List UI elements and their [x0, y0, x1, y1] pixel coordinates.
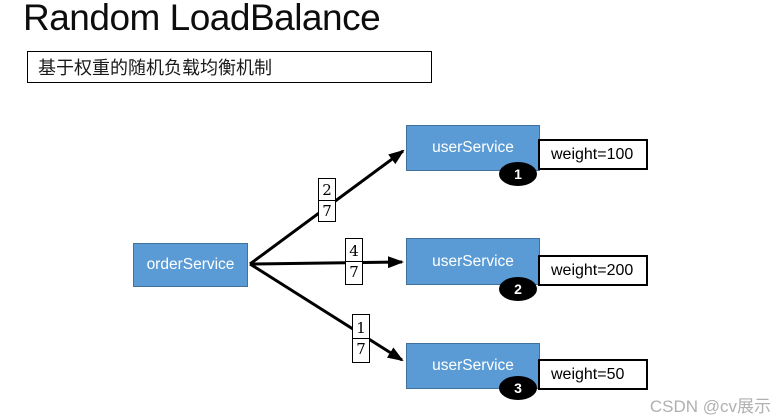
node-user-service-2-label: userService	[432, 252, 514, 270]
subtitle-text: 基于权重的随机负载均衡机制	[38, 58, 272, 79]
badge-3: 3	[499, 376, 537, 400]
badge-3-number: 3	[514, 380, 522, 396]
weight-label-1: weight=100	[538, 139, 648, 170]
node-user-service-1-label: userService	[432, 139, 514, 156]
page-title: Random LoadBalance	[23, 0, 381, 38]
weight-label-2-text: weight=200	[551, 261, 634, 279]
fraction-2-numerator: 4	[346, 241, 362, 262]
fraction-1-numerator: 2	[319, 180, 335, 201]
node-user-service-3-label: userService	[432, 357, 514, 374]
subtitle-box: 基于权重的随机负载均衡机制	[27, 51, 432, 83]
arrow-to-user-service-3	[249, 262, 404, 362]
arrow-to-user-service-2	[249, 256, 404, 269]
weight-label-1-text: weight=100	[551, 145, 634, 163]
fraction-label-3: 1 7	[352, 314, 370, 363]
node-order-service: orderService	[133, 243, 248, 287]
badge-2-number: 2	[514, 281, 522, 297]
fraction-3-numerator: 1	[353, 318, 369, 339]
fraction-label-1: 2 7	[318, 178, 336, 222]
weight-label-2: weight=200	[538, 255, 648, 286]
badge-2: 2	[499, 277, 537, 301]
fraction-label-2: 4 7	[345, 238, 363, 285]
fraction-1-denominator: 7	[322, 201, 332, 220]
badge-1: 1	[499, 162, 537, 186]
node-order-service-label: orderService	[146, 256, 235, 273]
weight-label-3-text: weight=50	[551, 365, 625, 383]
fraction-3-denominator: 7	[356, 340, 366, 358]
weight-label-3: weight=50	[538, 359, 648, 390]
badge-1-number: 1	[514, 166, 522, 182]
watermark: CSDN @cv展示	[649, 397, 771, 416]
fraction-2-denominator: 7	[349, 263, 359, 281]
